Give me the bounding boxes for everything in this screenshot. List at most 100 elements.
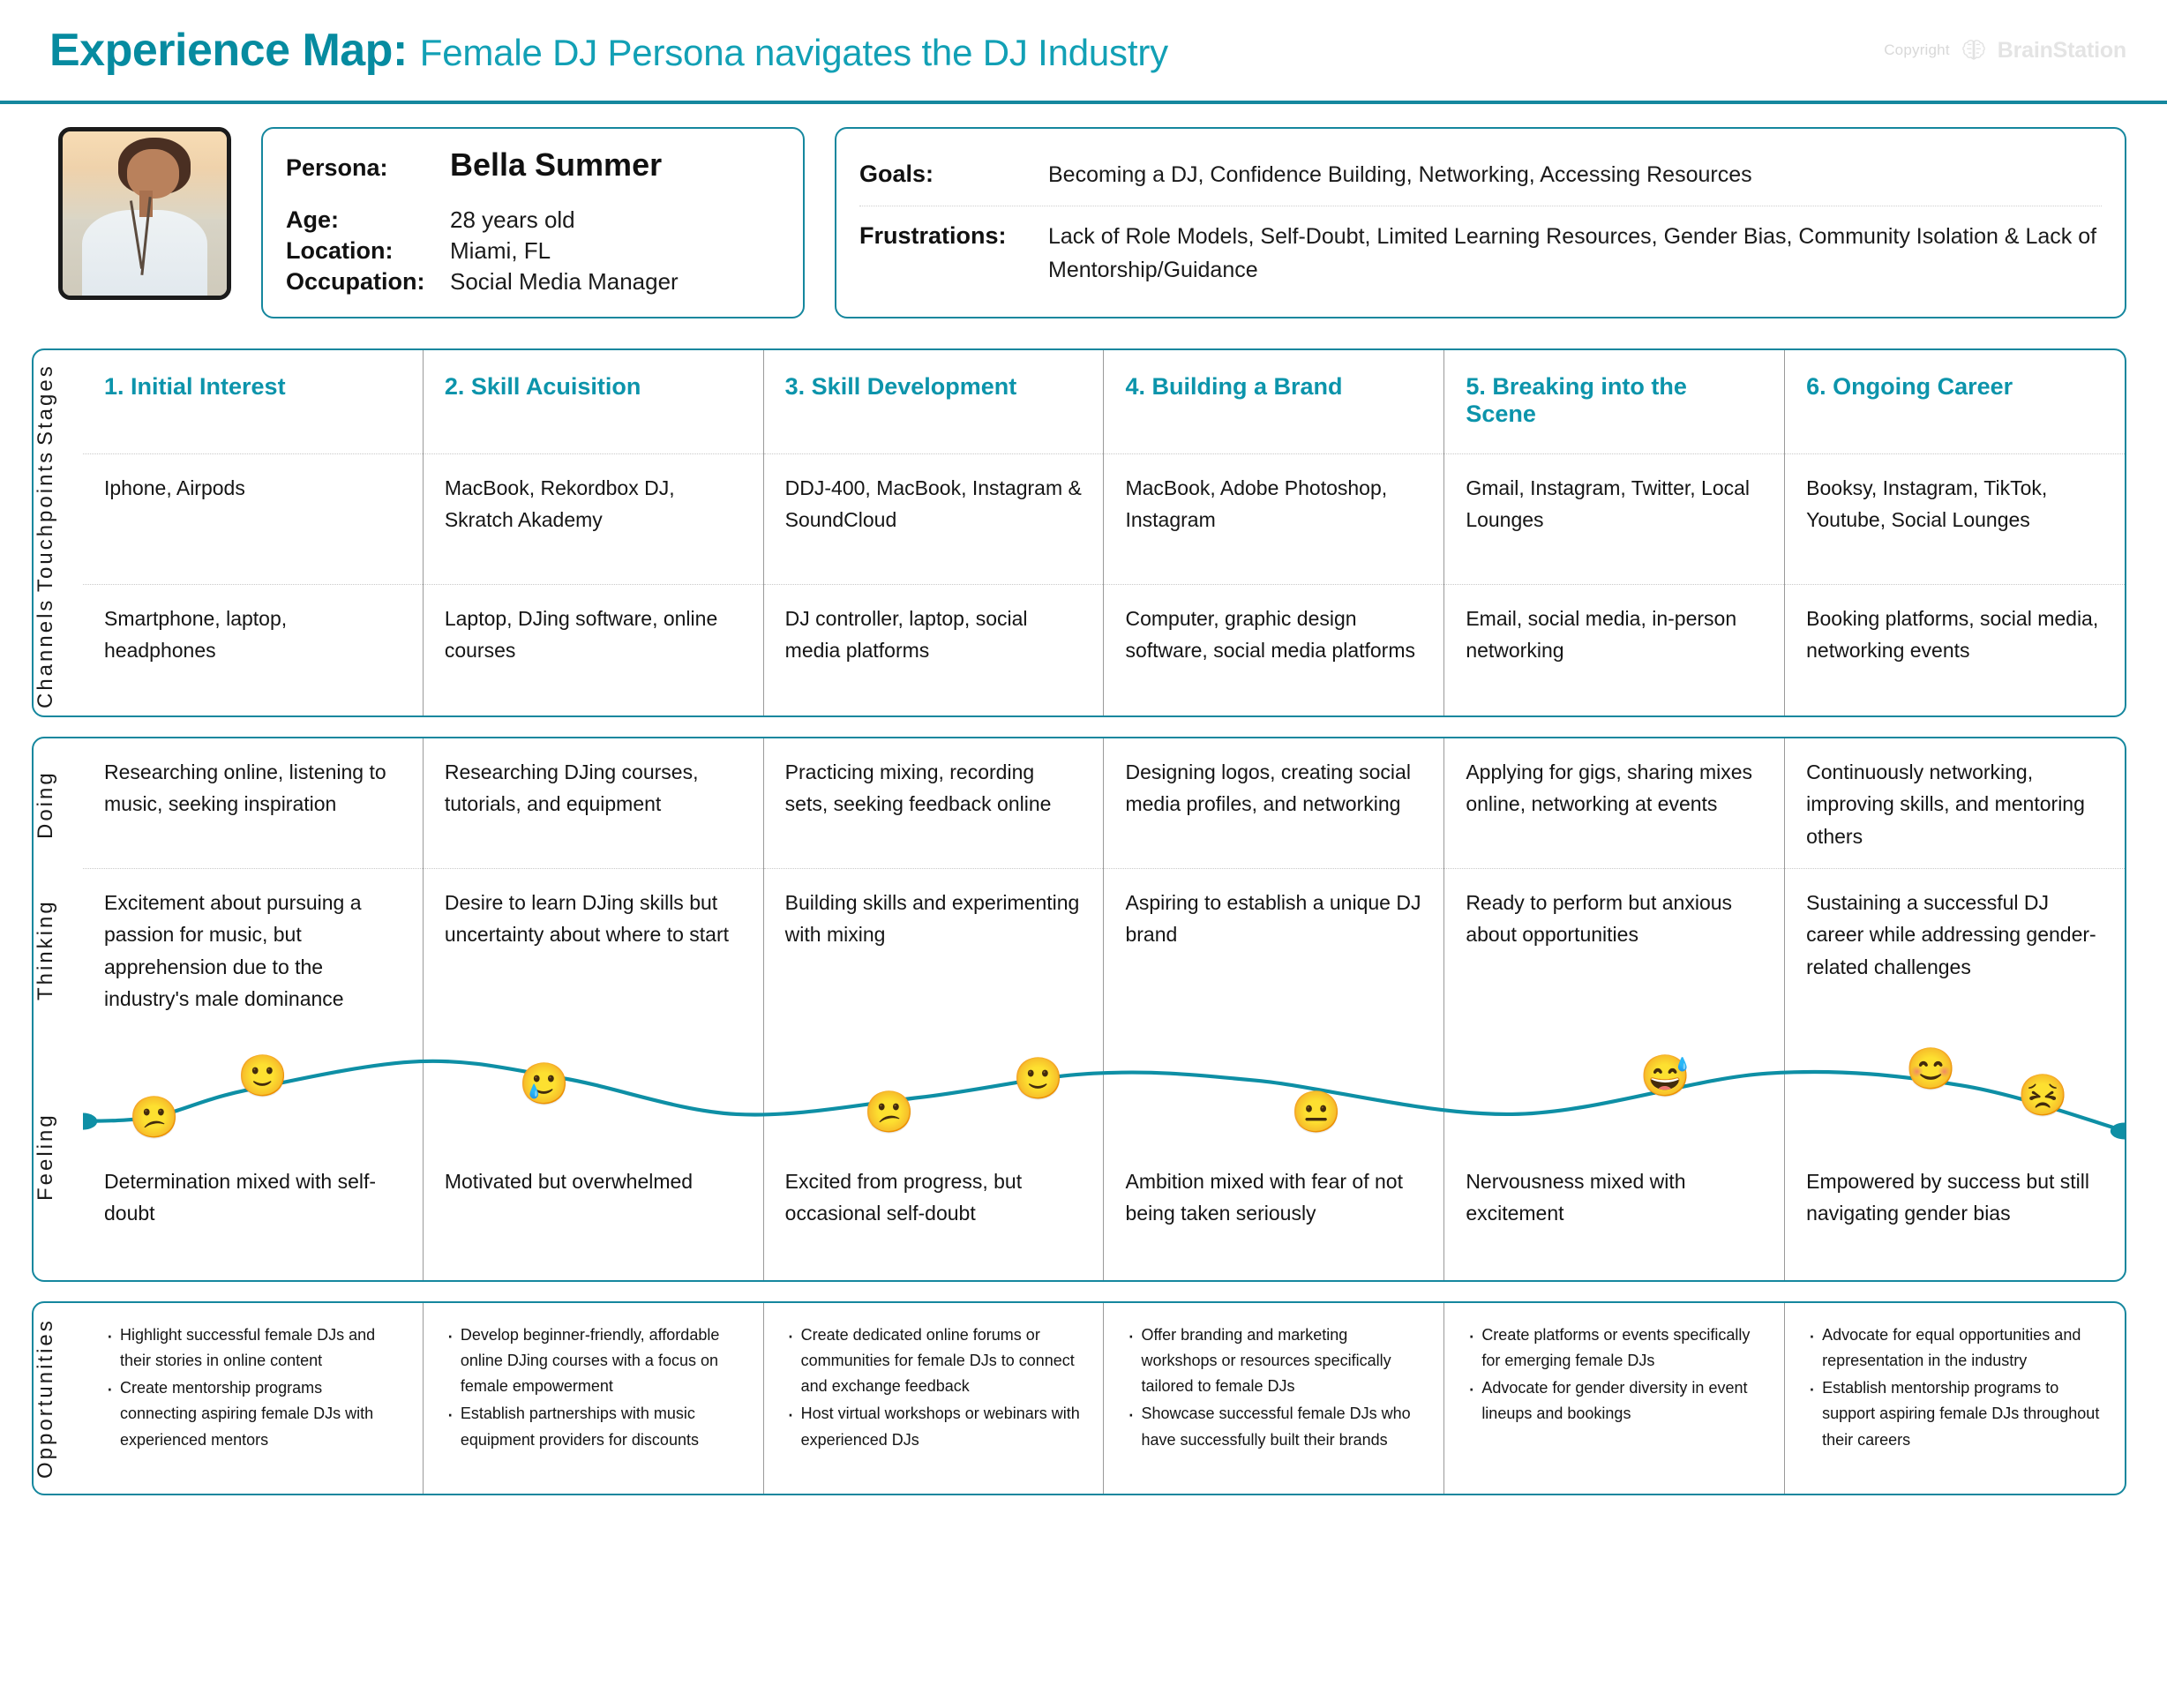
- band-doing-thinking-feeling: Doing Thinking Feeling Researching onlin…: [32, 737, 2126, 1282]
- stage-column-3-emotion: Practicing mixing, recording sets, seeki…: [762, 738, 1104, 1280]
- persona-label: Persona:: [286, 154, 388, 181]
- band-c-row-labels: Opportunities: [34, 1303, 83, 1494]
- age-label: Age:: [286, 206, 339, 233]
- thinking-text: Ready to perform but anxious about oppor…: [1466, 891, 1733, 947]
- stage-title: 3. Skill Development: [784, 373, 1017, 400]
- band-a-row-labels: Stages Touchpoints Channels: [34, 350, 83, 715]
- feeling-cell: Excited from progress, but occasional se…: [764, 1148, 1104, 1280]
- feeling-cell: Ambition mixed with fear of not being ta…: [1104, 1148, 1443, 1280]
- feeling-text: Ambition mixed with fear of not being ta…: [1125, 1170, 1403, 1225]
- feeling-text: Motivated but overwhelmed: [444, 1170, 694, 1193]
- persona-age-row: Age: 28 years old: [286, 206, 780, 234]
- feeling-text: Empowered by success but still navigatin…: [1806, 1170, 2089, 1225]
- touchpoints-cell: DDJ-400, MacBook, Instagram & SoundCloud: [763, 454, 1104, 585]
- feeling-text: Determination mixed with self-doubt: [104, 1170, 377, 1225]
- brand-copyright-label: Copyright: [1884, 41, 1950, 58]
- location-label: Location:: [286, 237, 394, 264]
- feeling-cell: Nervousness mixed with excitement: [1444, 1148, 1784, 1280]
- touchpoints-text: MacBook, Rekordbox DJ, Skratch Akademy: [444, 476, 675, 532]
- opportunities-cell: Offer branding and marketing workshops o…: [1104, 1303, 1443, 1494]
- opportunity-item: Establish partnerships with music equipm…: [443, 1400, 744, 1452]
- stage-column-4-opportunities: Offer branding and marketing workshops o…: [1103, 1303, 1443, 1494]
- opportunities-cell: Create platforms or events specifically …: [1444, 1303, 1784, 1494]
- thinking-cell: Desire to learn DJing skills but uncerta…: [424, 869, 763, 1028]
- opportunity-item: Highlight successful female DJs and thei…: [102, 1322, 403, 1374]
- opportunities-list: Highlight successful female DJs and thei…: [102, 1322, 403, 1453]
- band-c-columns: Highlight successful female DJs and thei…: [83, 1303, 2125, 1494]
- doing-cell: Applying for gigs, sharing mixes online,…: [1444, 738, 1785, 869]
- stage-title: 6. Ongoing Career: [1806, 373, 2013, 400]
- stage-column-3-opportunities: Create dedicated online forums or commun…: [762, 1303, 1104, 1494]
- location-value: Miami, FL: [450, 237, 551, 264]
- stage-column-4-emotion: Designing logos, creating social media p…: [1103, 738, 1444, 1280]
- persona-location-row: Location: Miami, FL: [286, 237, 780, 265]
- occupation-label: Occupation:: [286, 268, 425, 295]
- opportunities-list: Advocate for equal opportunities and rep…: [1804, 1322, 2105, 1453]
- stage-column-5-opportunities: Create platforms or events specifically …: [1443, 1303, 1784, 1494]
- opportunities-list: Create platforms or events specifically …: [1464, 1322, 1765, 1427]
- curve-cell: [83, 1028, 423, 1148]
- curve-cell: [1444, 1028, 1784, 1148]
- stage-header-cell: 2. Skill Acuisition: [423, 350, 763, 454]
- persona-card: Persona: Bella Summer Age: 28 years old …: [261, 127, 805, 318]
- thinking-text: Aspiring to establish a unique DJ brand: [1125, 891, 1421, 947]
- page-header: Experience Map: Female DJ Persona naviga…: [0, 0, 2167, 104]
- curve-cell: [1785, 1028, 2125, 1148]
- experience-grid: Stages Touchpoints Channels 1. Initial I…: [0, 318, 2167, 1495]
- touchpoints-cell: Booksy, Instagram, TikTok, Youtube, Soci…: [1785, 454, 2125, 585]
- feeling-cell: Determination mixed with self-doubt: [83, 1148, 423, 1280]
- touchpoints-text: MacBook, Adobe Photoshop, Instagram: [1125, 476, 1388, 532]
- persona-occupation-row: Occupation: Social Media Manager: [286, 268, 780, 296]
- age-value: 28 years old: [450, 206, 575, 233]
- curve-cell: [1104, 1028, 1443, 1148]
- channels-cell: Booking platforms, social media, network…: [1785, 585, 2125, 715]
- stage-header-cell: 6. Ongoing Career: [1785, 350, 2125, 454]
- doing-cell: Researching online, listening to music, …: [83, 738, 423, 869]
- brand-logo: Copyright BrainStation: [1884, 38, 2126, 64]
- opportunity-item: Create dedicated online forums or commun…: [784, 1322, 1084, 1399]
- thinking-text: Sustaining a successful DJ career while …: [1806, 891, 2096, 978]
- row-label-opportunities: Opportunities: [34, 1318, 57, 1479]
- channels-cell: Computer, graphic design software, socia…: [1104, 585, 1443, 715]
- stage-title: 5. Breaking into the Scene: [1466, 373, 1687, 427]
- brand-name-label: BrainStation: [1997, 37, 2126, 63]
- channels-cell: DJ controller, laptop, social media plat…: [764, 585, 1104, 715]
- row-label-thinking: Thinking: [34, 899, 57, 1001]
- opportunity-item: Establish mentorship programs to support…: [1804, 1375, 2105, 1452]
- opportunity-item: Advocate for gender diversity in event l…: [1464, 1375, 1765, 1427]
- stage-header-cell: 1. Initial Interest: [83, 350, 423, 454]
- doing-cell: Practicing mixing, recording sets, seeki…: [763, 738, 1104, 869]
- opportunity-item: Create mentorship programs connecting as…: [102, 1375, 403, 1452]
- thinking-cell: Sustaining a successful DJ career while …: [1785, 869, 2125, 1028]
- doing-text: Applying for gigs, sharing mixes online,…: [1466, 760, 1753, 816]
- stage-header-cell: 3. Skill Development: [763, 350, 1104, 454]
- stage-column-6-emotion: Continuously networking, improving skill…: [1784, 738, 2125, 1280]
- stage-column-2-opportunities: Develop beginner-friendly, affordable on…: [422, 1303, 763, 1494]
- opportunity-item: Offer branding and marketing workshops o…: [1123, 1322, 1424, 1399]
- row-label-touchpoints: Touchpoints: [34, 449, 57, 592]
- row-label-feeling: Feeling: [34, 1112, 57, 1201]
- opportunity-item: Showcase successful female DJs who have …: [1123, 1400, 1424, 1452]
- opportunities-cell: Create dedicated online forums or commun…: [764, 1303, 1104, 1494]
- stage-title: 2. Skill Acuisition: [444, 373, 641, 400]
- thinking-cell: Ready to perform but anxious about oppor…: [1444, 869, 1784, 1028]
- page-title-sub: Female DJ Persona navigates the DJ Indus…: [419, 32, 1168, 73]
- channels-cell: Email, social media, in-person networkin…: [1444, 585, 1784, 715]
- doing-cell: Continuously networking, improving skill…: [1785, 738, 2125, 869]
- stage-column-1-opportunities: Highlight successful female DJs and thei…: [83, 1303, 423, 1494]
- opportunities-cell: Advocate for equal opportunities and rep…: [1785, 1303, 2125, 1494]
- opportunities-cell: Develop beginner-friendly, affordable on…: [424, 1303, 763, 1494]
- thinking-text: Excitement about pursuing a passion for …: [104, 891, 362, 1010]
- doing-text: Designing logos, creating social media p…: [1125, 760, 1411, 816]
- frustrations-label: Frustrations:: [859, 222, 1007, 250]
- stage-title: 1. Initial Interest: [104, 373, 286, 400]
- opportunities-cell: Highlight successful female DJs and thei…: [83, 1303, 423, 1494]
- channels-text: Smartphone, laptop, headphones: [104, 607, 288, 663]
- channels-text: DJ controller, laptop, social media plat…: [784, 607, 1028, 663]
- opportunity-item: Host virtual workshops or webinars with …: [784, 1400, 1084, 1452]
- channels-text: Email, social media, in-person networkin…: [1466, 607, 1737, 663]
